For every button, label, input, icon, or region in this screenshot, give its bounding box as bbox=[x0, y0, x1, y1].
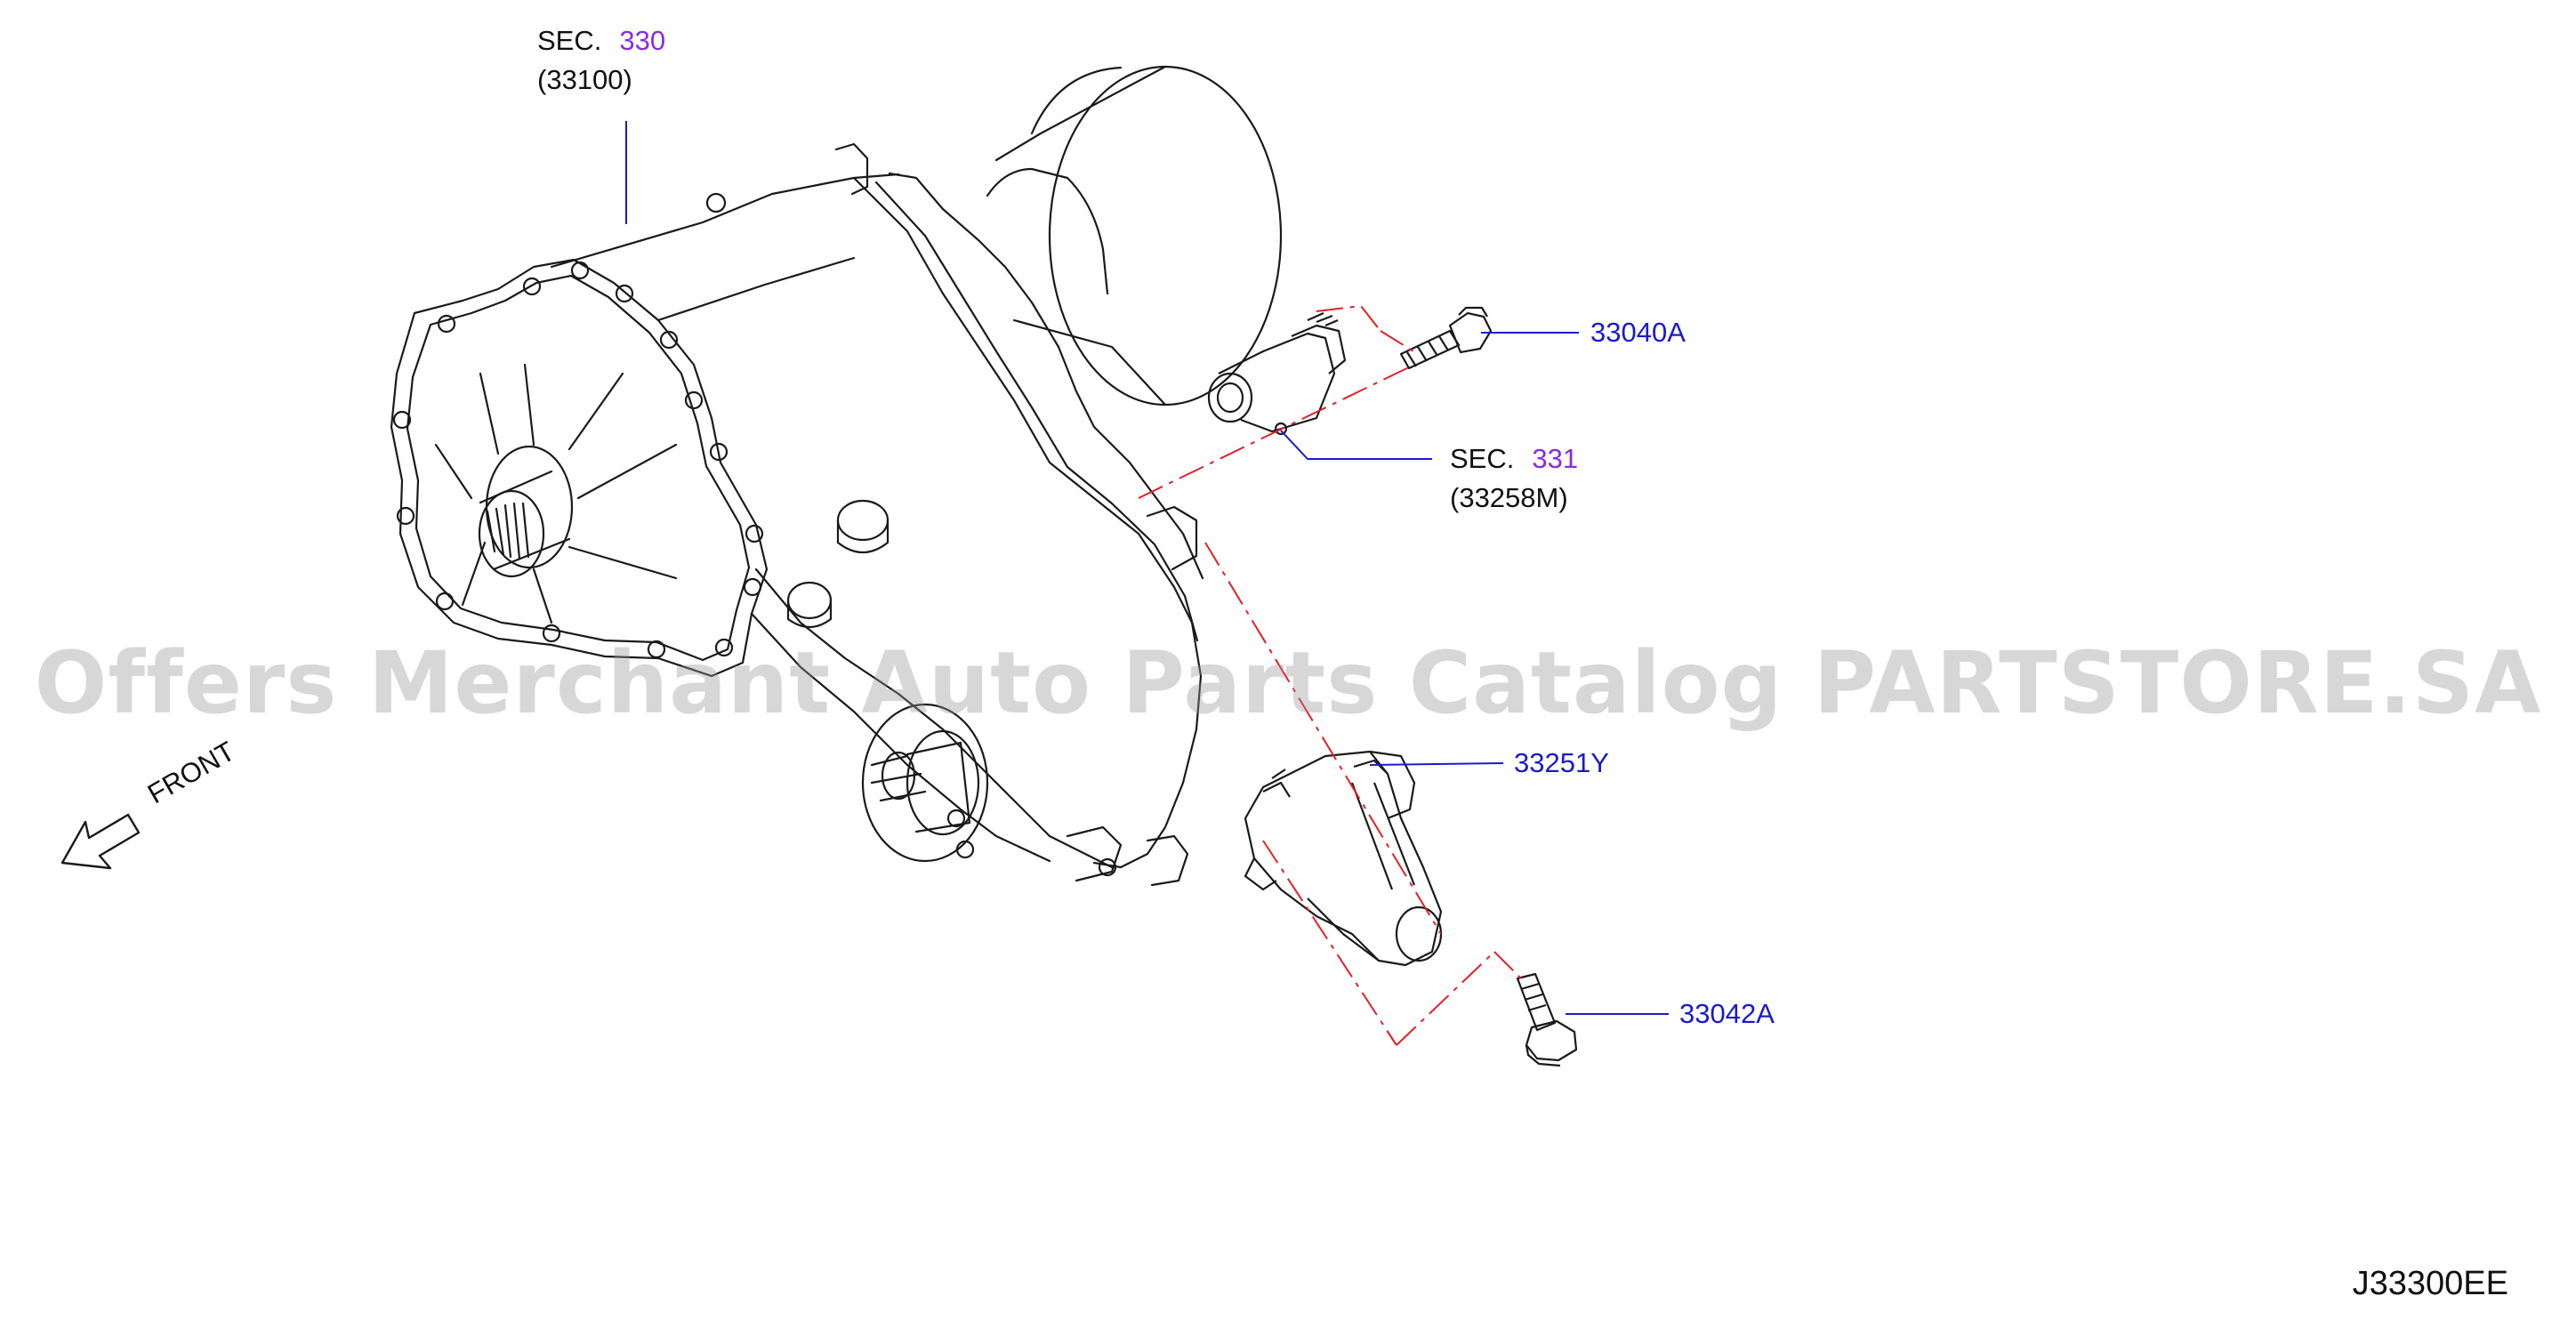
bolt-33042A bbox=[1516, 972, 1578, 1067]
part-number-33042A[interactable]: 33042A bbox=[1679, 998, 1775, 1029]
section-word: SEC. bbox=[1450, 443, 1515, 474]
section-330-label[interactable]: SEC. 330 bbox=[537, 27, 665, 54]
transfer-case-housing bbox=[390, 65, 1283, 887]
front-arrow-icon bbox=[60, 813, 141, 870]
watermark: Offers Merchant Auto Parts Catalog PARTS… bbox=[34, 633, 2542, 733]
section-number-330[interactable]: 330 bbox=[619, 25, 666, 56]
section-330-sub-label: (33100) bbox=[537, 64, 632, 95]
section-word: SEC. bbox=[537, 25, 602, 56]
leader-lines bbox=[625, 121, 1669, 1015]
alignment-lines bbox=[1138, 304, 1522, 1046]
actuator-motor bbox=[1244, 750, 1443, 967]
part-number-33251Y[interactable]: 33251Y bbox=[1514, 747, 1609, 778]
section-331-sub-label: (33258M) bbox=[1450, 482, 1568, 513]
bolt-33040A bbox=[1399, 306, 1493, 370]
position-sensor bbox=[1207, 311, 1347, 436]
part-number-33040A[interactable]: 33040A bbox=[1590, 317, 1686, 348]
diagram-code: J33300EE bbox=[2352, 1265, 2508, 1302]
section-number-331[interactable]: 331 bbox=[1532, 443, 1579, 474]
section-331-label[interactable]: SEC. 331 bbox=[1450, 445, 1578, 472]
